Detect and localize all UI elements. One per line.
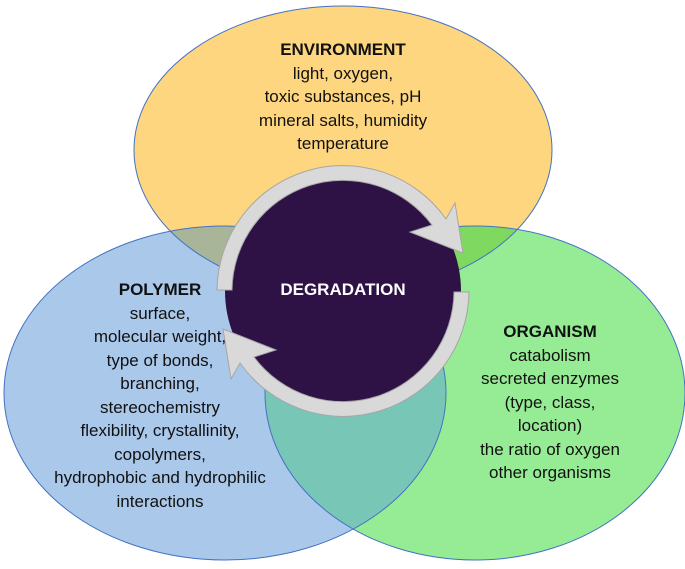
environment-factor: light, oxygen, [292,63,394,83]
polymer-factor: branching, [120,374,200,393]
organism-factor: location) [517,416,583,435]
polymer-title: POLYMER [118,280,202,299]
organism-factor: other organisms [489,463,611,482]
organism-factor: catabolism [509,345,591,365]
polymer-factor: interactions [116,491,204,511]
degradation-center-circle [225,173,461,409]
polymer-outline [3,225,447,561]
environment-factor: mineral salts, humidity [258,110,428,130]
polymer-factor: type of bonds, [106,350,214,370]
organism-factor: (type, class, [504,392,596,412]
degradation-label: DEGRADATION [280,280,406,299]
environment-label: ENVIRONMENT light, oxygen, toxic substan… [203,38,483,156]
cycle-arrows [216,165,470,417]
cycle-arrow-bottom [222,291,470,417]
cycle-arrow-top [216,165,464,291]
polymer-factor: copolymers, [114,444,206,464]
polymer-label: POLYMER surface, molecular weight, type … [20,278,300,513]
organism-factor: the ratio of oxygen [480,439,620,459]
polymer-factor: surface, [129,303,191,323]
environment-factor: toxic substances, pH [264,87,422,106]
polymer-factor: hydrophobic and hydrophilic [54,468,266,487]
organism-factor: secreted enzymes [481,369,619,388]
polymer-factor: flexibility, crystallinity, [80,421,240,440]
polymer-factor: stereochemistry [100,397,220,417]
organism-label: ORGANISM catabolism secreted enzymes (ty… [440,320,660,485]
organism-outline [264,225,685,561]
environment-title: ENVIRONMENT [280,40,406,59]
organism-title: ORGANISM [503,322,597,341]
environment-factor: temperature [297,134,389,153]
polymer-factor: molecular weight, [93,327,227,346]
